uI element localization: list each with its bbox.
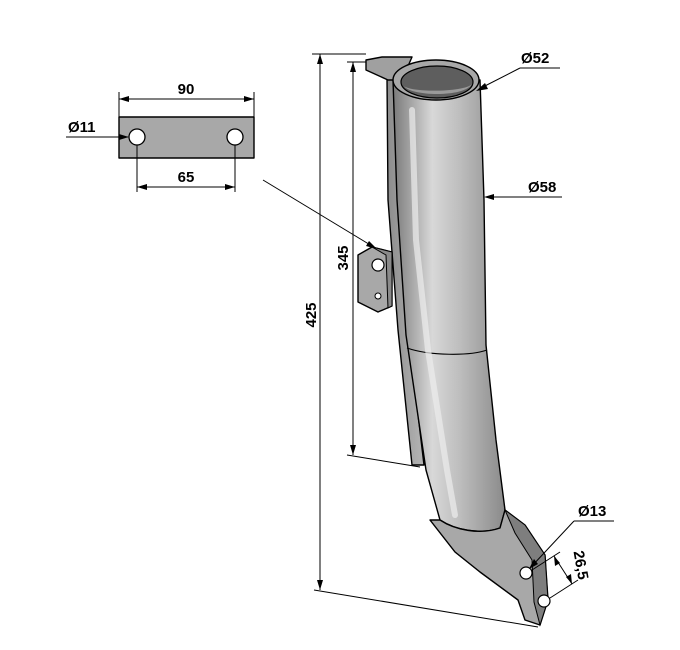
plate-hole-spacing-dimension: 65 xyxy=(136,145,236,192)
outer-diameter-label: Ø58 xyxy=(528,179,556,196)
foot-hole-spacing-dimension: 26,5 xyxy=(531,549,592,599)
plate-hole-label: Ø11 xyxy=(68,119,96,136)
plate-hole-right xyxy=(226,128,244,146)
plate-hole-dimension: Ø11 xyxy=(66,119,129,140)
bracket-hole-upper xyxy=(371,258,385,272)
inner-diameter-dimension: Ø52 xyxy=(476,50,560,91)
total-height-label: 425 xyxy=(303,302,320,327)
tube-height-dimension: 345 xyxy=(335,61,421,468)
plate-width-dimension: 90 xyxy=(118,81,255,117)
tube-assembly xyxy=(357,56,551,627)
total-height-dimension: 425 xyxy=(303,53,539,628)
plate-hole-left xyxy=(128,128,146,146)
tube-opening xyxy=(392,59,480,101)
side-bracket xyxy=(357,246,393,313)
foot-hole-dimension: Ø13 xyxy=(529,503,614,569)
tube-height-label: 345 xyxy=(335,245,352,270)
foot-plate xyxy=(429,508,551,627)
foot-hole-label: Ø13 xyxy=(578,503,606,520)
inner-diameter-label: Ø52 xyxy=(521,50,549,67)
tube-seam xyxy=(406,347,488,355)
bracket-hole-lower xyxy=(374,292,382,300)
detail-leader-line xyxy=(262,179,373,247)
outer-diameter-dimension: Ø58 xyxy=(484,179,562,200)
plate-width-label: 90 xyxy=(178,81,195,98)
detail-plate: 90 Ø11 65 xyxy=(66,81,377,249)
plate-hole-spacing-label: 65 xyxy=(178,169,195,186)
foot-hole-upper xyxy=(519,566,533,580)
foot-hole-lower xyxy=(537,594,551,608)
foot-hole-spacing-label: 26,5 xyxy=(570,549,592,581)
